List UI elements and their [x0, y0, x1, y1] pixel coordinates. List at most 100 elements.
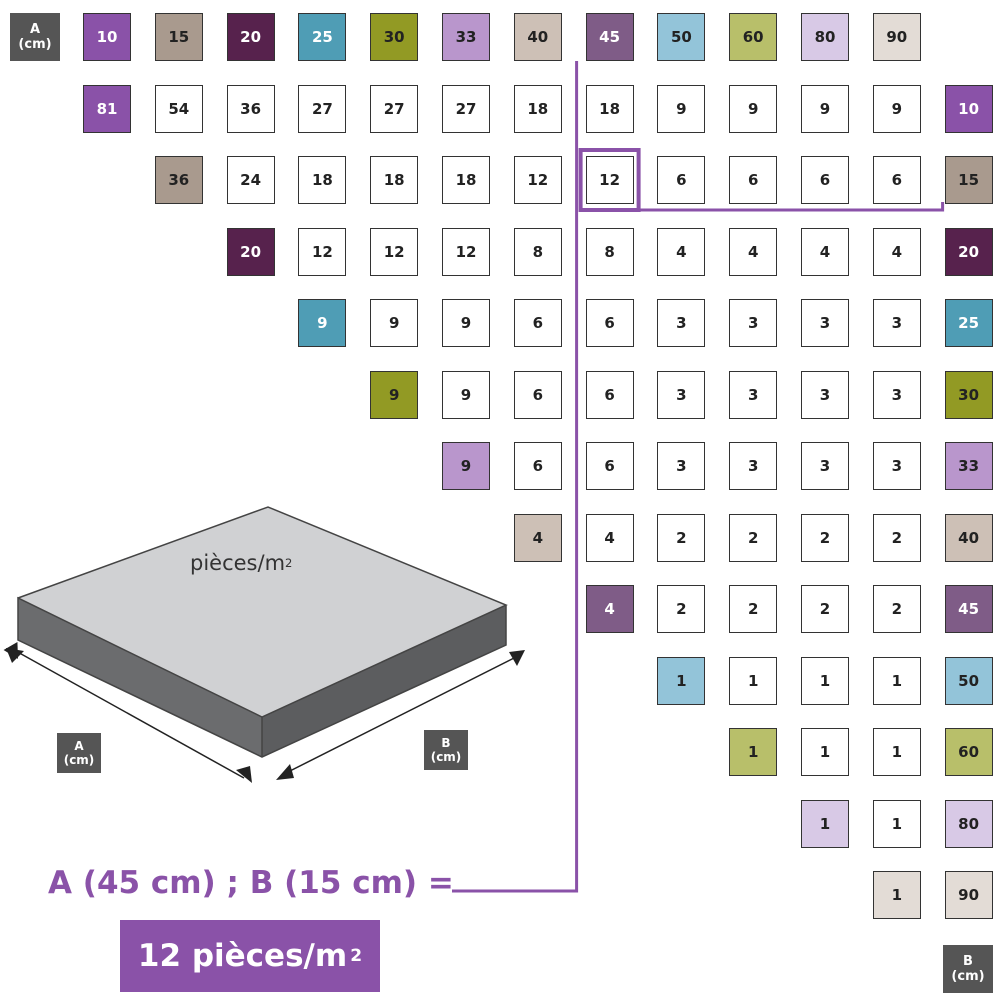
table-cell: 27: [370, 84, 419, 133]
table-cell: 2: [872, 513, 921, 562]
column-header-45: 45: [585, 13, 634, 61]
table-cell: 2: [729, 513, 778, 562]
row-guide-line: [638, 202, 945, 212]
table-cell: 27: [298, 84, 347, 133]
table-cell: 3: [872, 370, 921, 419]
tile-top-face: [18, 507, 506, 717]
unit-text: (cm): [430, 750, 462, 764]
table-cell: 2: [801, 585, 849, 633]
tile-label-sup: 2: [285, 556, 293, 570]
column-header-80: 80: [801, 13, 849, 61]
table-cell: 3: [657, 442, 706, 490]
unit-text: (cm): [18, 37, 52, 52]
column-guide-line: [452, 61, 579, 893]
unit-label-b-tile: B (cm): [424, 730, 468, 770]
table-cell: 6: [513, 299, 562, 347]
diagonal-cell: 1: [801, 799, 849, 848]
table-cell: 8: [585, 227, 634, 276]
table-cell: 27: [442, 84, 490, 133]
table-cell: 6: [657, 156, 706, 204]
column-header-30: 30: [370, 13, 419, 61]
table-cell: 2: [657, 585, 706, 633]
column-header-33: 33: [442, 13, 490, 61]
table-cell: 6: [513, 370, 562, 419]
table-cell: 18: [370, 156, 419, 204]
table-cell: 1: [801, 728, 849, 776]
table-cell: 6: [585, 370, 634, 419]
table-cell: 6: [585, 299, 634, 347]
table-cell: 2: [872, 585, 921, 633]
table-cell: 3: [801, 299, 849, 347]
unit-letter-a: A: [74, 739, 84, 753]
highlight-connector: [452, 61, 945, 893]
table-cell: 2: [729, 585, 778, 633]
table-cell: 2: [801, 513, 849, 562]
table-cell: 4: [801, 227, 849, 276]
table-cell: 18: [298, 156, 347, 204]
unit-label-a-top: A (cm): [10, 13, 60, 61]
unit-letter-b: B: [963, 954, 973, 969]
table-cell: 18: [585, 84, 634, 133]
table-cell: 1: [872, 728, 921, 776]
table-cell: 4: [872, 227, 921, 276]
row-header-10: 10: [944, 84, 993, 133]
row-header-20: 20: [944, 227, 993, 276]
table-cell: 6: [513, 442, 562, 490]
diagonal-cell: 4: [513, 513, 562, 562]
table-cell: 4: [657, 227, 706, 276]
table-cell: 3: [657, 370, 706, 419]
table-cell: 12: [298, 227, 347, 276]
table-cell: 8: [513, 227, 562, 276]
table-cell: 24: [226, 156, 275, 204]
unit-text: (cm): [951, 969, 985, 984]
table-cell: 9: [872, 84, 921, 133]
unit-letter-a: A: [29, 22, 41, 37]
dimension-arrow-b: [276, 650, 525, 780]
row-header-30: 30: [944, 370, 993, 419]
table-cell: 4: [585, 513, 634, 562]
table-cell: 18: [442, 156, 490, 204]
unit-label-a-tile: A (cm): [57, 733, 101, 773]
diagonal-cell: 1: [657, 656, 706, 705]
row-header-15: 15: [944, 156, 993, 204]
table-cell: 3: [729, 442, 778, 490]
table-cell: 6: [872, 156, 921, 204]
table-cell: 3: [657, 299, 706, 347]
column-header-25: 25: [298, 13, 347, 61]
table-cell: 12: [442, 227, 490, 276]
tile-label-text: pièces/m: [190, 551, 286, 575]
table-cell: 9: [442, 299, 490, 347]
diagonal-cell: 1: [729, 728, 778, 776]
unit-text: (cm): [63, 753, 95, 767]
unit-letter-b: B: [441, 736, 451, 750]
table-cell: 3: [872, 299, 921, 347]
table-cell: 1: [872, 799, 921, 848]
row-header-45: 45: [944, 585, 993, 633]
result-text: 12 pièces/m: [137, 938, 348, 974]
diagonal-cell: 36: [154, 156, 203, 204]
table-cell: 54: [154, 84, 203, 133]
diagonal-cell: 9: [298, 299, 347, 347]
diagonal-cell: 20: [226, 227, 275, 276]
diagonal-cell: 4: [585, 585, 634, 633]
table-cell: 9: [801, 84, 849, 133]
column-header-20: 20: [226, 13, 275, 61]
tile-side-face: [262, 605, 506, 757]
table-cell: 18: [513, 84, 562, 133]
highlight-box: [578, 148, 641, 212]
table-cell: 9: [657, 84, 706, 133]
table-cell: 9: [442, 370, 490, 419]
highlighted-cell: 12: [585, 156, 634, 204]
result-sup: 2: [350, 946, 363, 966]
row-header-60: 60: [944, 728, 993, 776]
row-header-50: 50: [944, 656, 993, 705]
unit-label-b-bottom: B (cm): [943, 945, 993, 993]
table-cell: 2: [657, 513, 706, 562]
diagonal-cell: 81: [83, 84, 131, 133]
formula-text: A (45 cm) ; B (15 cm) =: [48, 865, 454, 901]
table-cell: 9: [729, 84, 778, 133]
table-cell: 1: [801, 656, 849, 705]
column-header-15: 15: [154, 13, 203, 61]
